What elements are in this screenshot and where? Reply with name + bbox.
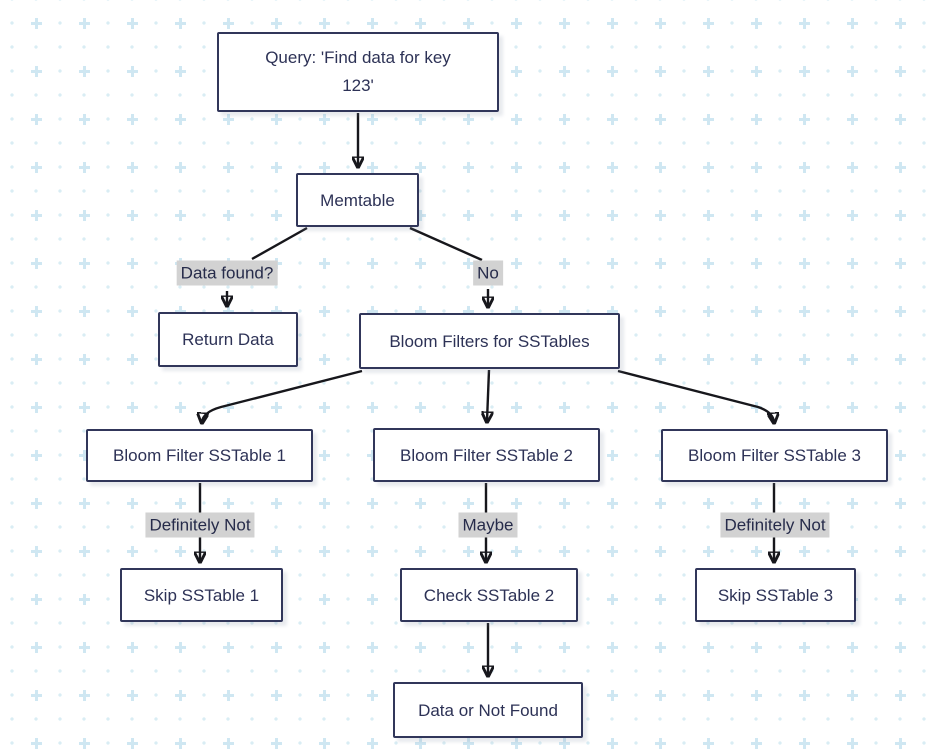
node-check-sstable-2-label: Check SSTable 2 [423,585,555,605]
edge-bloom-filters-to-sstable-1 [202,369,363,422]
edge-memtable-to-no-label [409,226,483,262]
node-bloom-filter-sstable-3[interactable]: Bloom Filter SSTable 3 [661,429,888,482]
node-bloom-filter-sstable-1[interactable]: Bloom Filter SSTable 1 [86,429,313,482]
node-bloom-filter-sstable-1-label: Bloom Filter SSTable 1 [113,446,286,465]
node-bloom-filter-sstable-3-label: Bloom Filter SSTable 3 [688,446,861,465]
node-memtable[interactable]: Memtable [296,173,419,227]
edge-label-definitely-not-1[interactable]: Definitely Not [145,512,255,538]
node-memtable-label: Memtable [320,190,395,210]
node-query-line2: 123' [342,76,374,95]
edge-label-no[interactable]: No [473,260,503,286]
node-return-data-label: Return Data [182,330,274,349]
node-skip-sstable-3-label: Skip SSTable 3 [717,585,834,605]
edge-bloom-filters-to-sstable-2 [487,369,489,421]
node-query-line1: Query: 'Find data for key [265,48,451,67]
edge-label-definitely-not-3[interactable]: Definitely Not [720,512,830,538]
edge-label-maybe[interactable]: Maybe [458,512,518,538]
node-bloom-filters[interactable]: Bloom Filters for SSTables [359,313,620,369]
node-skip-sstable-1[interactable]: Skip SSTable 1 [120,568,283,622]
node-skip-sstable-1-label: Skip SSTable 1 [143,585,260,605]
node-return-data[interactable]: Return Data [158,312,298,367]
node-skip-sstable-3[interactable]: Skip SSTable 3 [695,568,856,622]
node-query[interactable]: Query: 'Find data for key 123' [217,32,499,112]
node-bloom-filter-sstable-2-label: Bloom Filter SSTable 2 [400,445,573,465]
node-bloom-filter-sstable-2[interactable]: Bloom Filter SSTable 2 [373,428,600,482]
node-result[interactable]: Data or Not Found [393,682,583,738]
node-bloom-filters-label: Bloom Filters for SSTables [389,331,590,351]
node-check-sstable-2[interactable]: Check SSTable 2 [400,568,578,622]
node-result-label: Data or Not Found [418,700,558,720]
edge-memtable-to-data-found-label [251,226,308,261]
edge-bloom-filters-to-sstable-3 [617,369,774,422]
edge-label-data-found[interactable]: Data found? [176,260,278,286]
